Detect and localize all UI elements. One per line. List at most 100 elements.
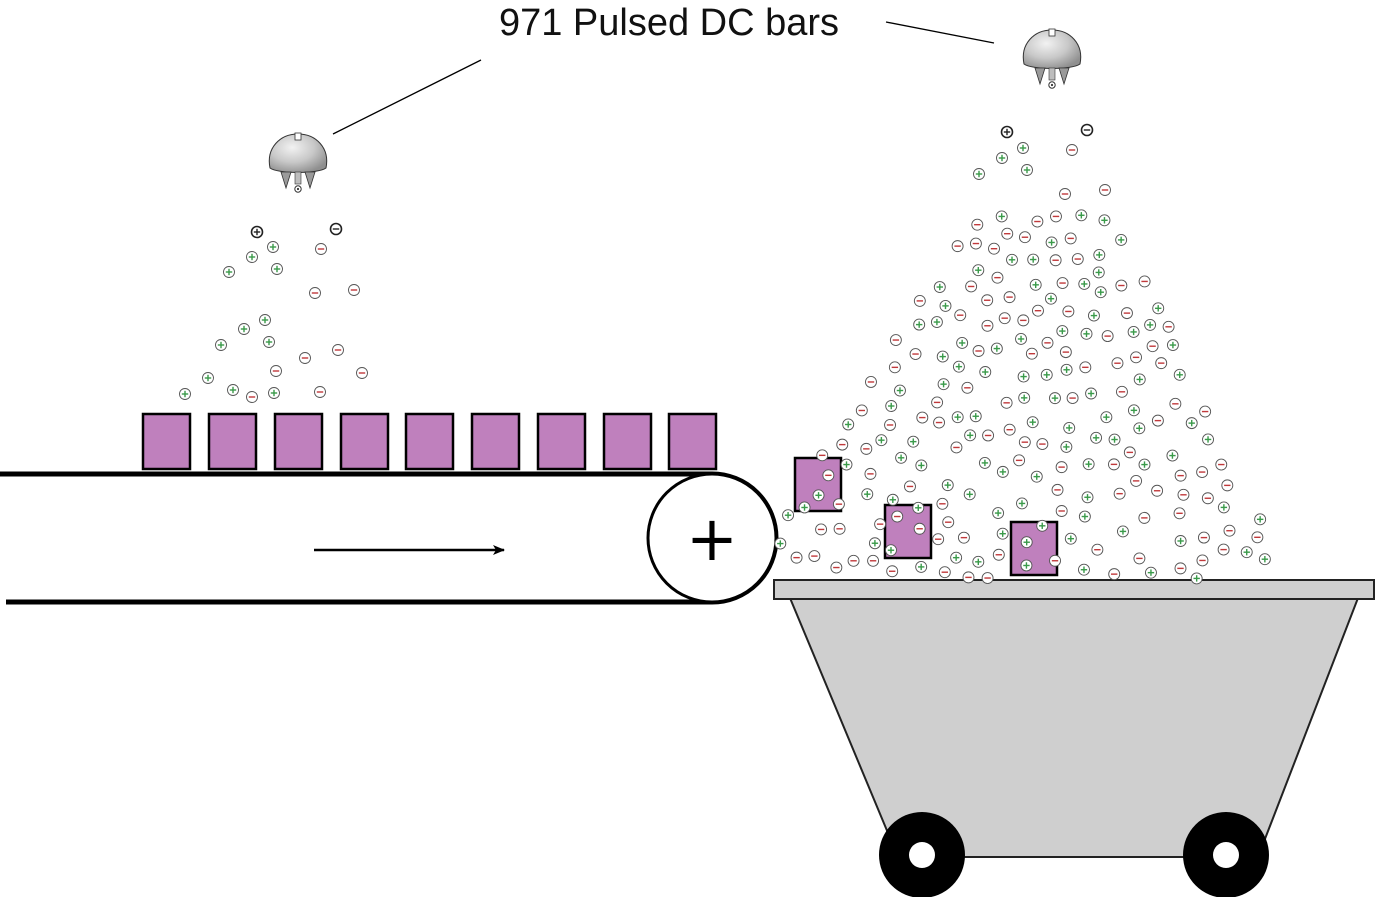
positive-ion [1117, 525, 1129, 538]
negative-ion [932, 533, 945, 546]
negative-ion [1032, 304, 1044, 317]
negative-ion [356, 367, 368, 379]
negative-ion [832, 498, 845, 511]
positive-ion [937, 378, 950, 391]
negative-ion [855, 404, 868, 417]
negative-ion [1155, 357, 1168, 370]
positive-ion [1173, 368, 1186, 381]
positive-ion [1075, 209, 1088, 222]
positive-ion [1090, 431, 1103, 444]
positive-ion [895, 451, 908, 464]
positive-ion [952, 360, 965, 373]
positive-ion [1029, 278, 1042, 291]
positive-ion [939, 299, 952, 312]
negative-ion [1055, 461, 1068, 474]
negative-ion [1080, 123, 1094, 137]
negative-ion [961, 381, 974, 394]
negative-ion [950, 441, 963, 454]
positive-ion [1098, 214, 1111, 227]
conveyor-belt: + [0, 471, 779, 605]
negative-ion [1049, 554, 1061, 567]
positive-ion [951, 411, 964, 424]
negative-ion [1130, 474, 1143, 487]
positive-ion [992, 507, 1005, 520]
positive-ion [268, 387, 280, 399]
negative-ion [822, 469, 835, 482]
negative-ion [909, 348, 922, 360]
diagram-label: 971 Pulsed DC bars [499, 2, 839, 44]
negative-ion [1051, 483, 1064, 496]
positive-ion [1100, 411, 1113, 424]
negative-ion [1111, 357, 1124, 370]
positive-ion [886, 493, 899, 506]
positive-ion [1133, 373, 1146, 386]
negative-ion [982, 429, 995, 442]
negative-ion [913, 522, 926, 535]
negative-ion [1162, 320, 1175, 333]
negative-ion [942, 516, 955, 529]
positive-ion [1017, 142, 1029, 154]
positive-ion [972, 264, 985, 277]
cart-wheel-right [1183, 812, 1269, 897]
cart-rim [773, 579, 1375, 600]
positive-ion [868, 537, 881, 550]
positive-ion [978, 456, 991, 469]
positive-ion [1060, 440, 1073, 453]
falling-product-box [1009, 520, 1059, 577]
negative-ion [1113, 487, 1126, 500]
positive-ion [1078, 278, 1091, 290]
positive-ion [1045, 236, 1058, 249]
roller-plus-sign: + [686, 502, 738, 575]
negative-ion [1059, 188, 1071, 200]
negative-ion [865, 376, 877, 388]
negative-ion [1071, 253, 1084, 265]
positive-ion [1166, 449, 1179, 462]
negative-ion [348, 284, 360, 296]
negative-ion [1049, 254, 1062, 267]
negative-ion [1138, 275, 1151, 288]
positive-ion [774, 537, 787, 550]
positive-ion [1018, 391, 1031, 404]
negative-ion [931, 396, 944, 409]
positive-ion [972, 555, 985, 568]
positive-ion [1240, 546, 1253, 559]
negative-ion [1221, 479, 1234, 492]
positive-ion [246, 251, 258, 263]
negative-ion [1169, 397, 1182, 410]
negative-ion [936, 497, 949, 510]
negative-ion [1003, 291, 1016, 304]
positive-ion [861, 488, 874, 501]
negative-ion [808, 550, 821, 563]
negative-ion [1066, 392, 1079, 405]
positive-ion [1108, 433, 1121, 446]
negative-ion [1001, 227, 1014, 240]
negative-ion [1223, 524, 1236, 537]
negative-ion [991, 271, 1004, 284]
positive-ion [1087, 309, 1100, 322]
positive-ion [1064, 532, 1077, 545]
positive-ion [969, 410, 982, 423]
negative-ion [1251, 531, 1264, 544]
positive-ion [956, 337, 969, 349]
negative-ion [833, 522, 846, 535]
positive-ion [1063, 421, 1076, 434]
positive-ion [1078, 510, 1091, 523]
negative-ion [891, 510, 904, 523]
negative-ion [1099, 184, 1111, 196]
negative-ion [954, 309, 967, 322]
negative-ion [916, 411, 929, 424]
ionizer-bar-left [268, 132, 328, 193]
cart-wheel-left [879, 812, 965, 897]
leader-line-left [332, 59, 482, 135]
positive-ion [842, 418, 855, 431]
negative-ion [836, 438, 849, 451]
positive-ion [812, 489, 825, 502]
negative-ion [1101, 330, 1114, 343]
positive-ion [936, 350, 949, 363]
negative-ion [988, 242, 1000, 255]
positive-ion [979, 366, 992, 378]
negative-ion [847, 554, 860, 567]
positive-ion [885, 544, 897, 557]
negative-ion [315, 243, 327, 255]
product-box [536, 412, 587, 471]
